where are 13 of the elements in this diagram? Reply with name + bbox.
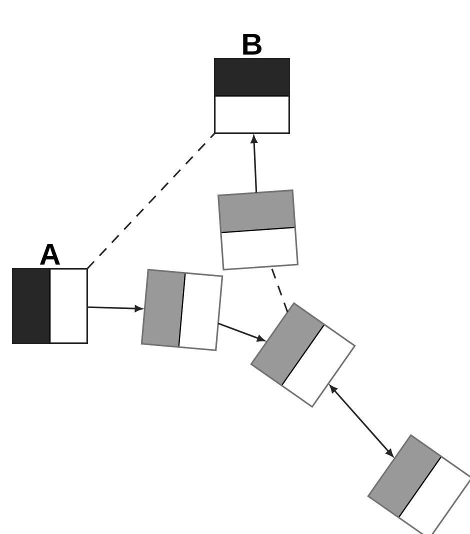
connector [86, 132, 216, 270]
node-label: A [40, 244, 60, 265]
block [367, 434, 470, 534]
block: B [214, 34, 290, 134]
node-label: B [243, 34, 262, 55]
block: A [12, 244, 88, 344]
arrow [250, 135, 258, 193]
block [250, 302, 356, 408]
arrow [330, 385, 394, 457]
block [140, 268, 224, 352]
connector [270, 266, 288, 312]
arrow [87, 305, 142, 312]
arrow [218, 322, 265, 342]
